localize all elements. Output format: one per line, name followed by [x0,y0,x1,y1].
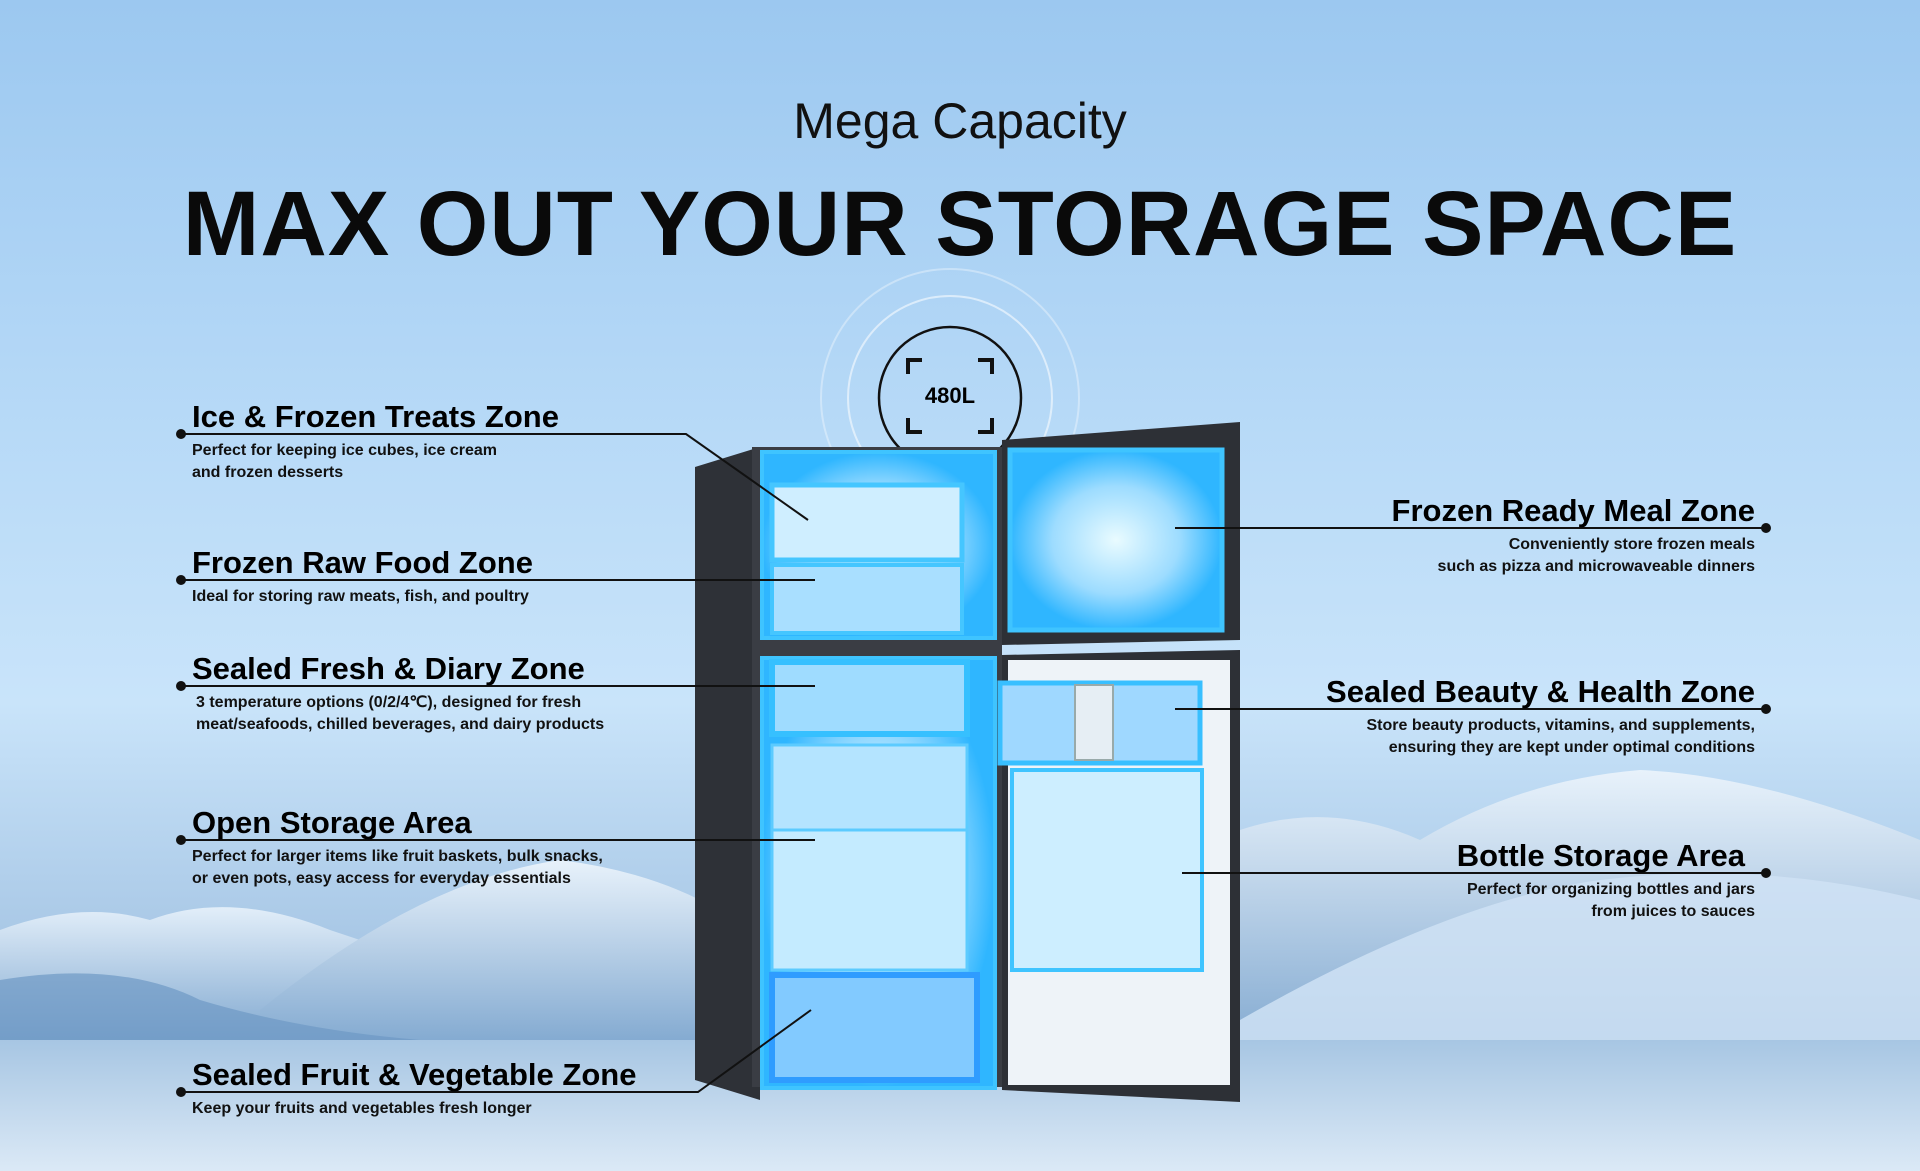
zone-frozen-ready-meal: Frozen Ready Meal Zone Conveniently stor… [1195,494,1755,578]
refrigerator-illustration [695,422,1240,1102]
capacity-badge: 480L [924,383,976,408]
zone-desc: Store beauty products, vitamins, and sup… [1366,717,1755,734]
zone-desc: Perfect for larger items like fruit bask… [192,848,603,865]
zone-desc: Conveniently store frozen meals [1508,536,1755,553]
zone-desc: Ideal for storing raw meats, fish, and p… [192,588,529,605]
zone-title: Sealed Fresh & Diary Zone [192,651,585,686]
zone-title: Open Storage Area [192,805,472,840]
zone-desc: meat/seafoods, chilled beverages, and da… [196,716,605,733]
zone-desc: Perfect for keeping ice cubes, ice cream [192,442,498,459]
zone-desc: ensuring they are kept under optimal con… [1388,739,1755,756]
headline: MAX OUT YOUR STORAGE SPACE [182,173,1738,275]
zone-desc: from juices to sauces [1591,903,1755,920]
zone-sealed-fruit-vegetable: Sealed Fruit & Vegetable Zone Keep your … [192,1058,752,1120]
zone-title: Ice & Frozen Treats Zone [192,399,559,434]
zone-desc: Keep your fruits and vegetables fresh lo… [192,1100,532,1117]
zone-sealed-fresh-diary: Sealed Fresh & Diary Zone 3 temperature … [192,652,752,736]
zone-ice-frozen-treats: Ice & Frozen Treats Zone Perfect for kee… [192,400,752,484]
zone-bottle-storage: Bottle Storage Area Perfect for organizi… [1195,839,1755,923]
zone-open-storage: Open Storage Area Perfect for larger ite… [192,806,752,890]
zone-desc: and frozen desserts [192,464,344,481]
zone-desc: such as pizza and microwaveable dinners [1437,558,1755,575]
zone-frozen-raw-food: Frozen Raw Food Zone Ideal for storing r… [192,546,752,608]
zone-desc: 3 temperature options (0/2/4℃), designed… [196,694,582,711]
subtitle: Mega Capacity [793,93,1127,149]
zone-title: Sealed Beauty & Health Zone [1326,674,1755,709]
zone-title: Frozen Raw Food Zone [192,545,533,580]
zone-desc: Perfect for organizing bottles and jars [1466,881,1755,898]
zone-sealed-beauty-health: Sealed Beauty & Health Zone Store beauty… [1195,675,1755,759]
zone-title: Sealed Fruit & Vegetable Zone [192,1057,637,1092]
zone-desc: or even pots, easy access for everyday e… [192,870,571,887]
zone-title: Frozen Ready Meal Zone [1391,493,1755,528]
zone-title: Bottle Storage Area [1456,838,1745,873]
